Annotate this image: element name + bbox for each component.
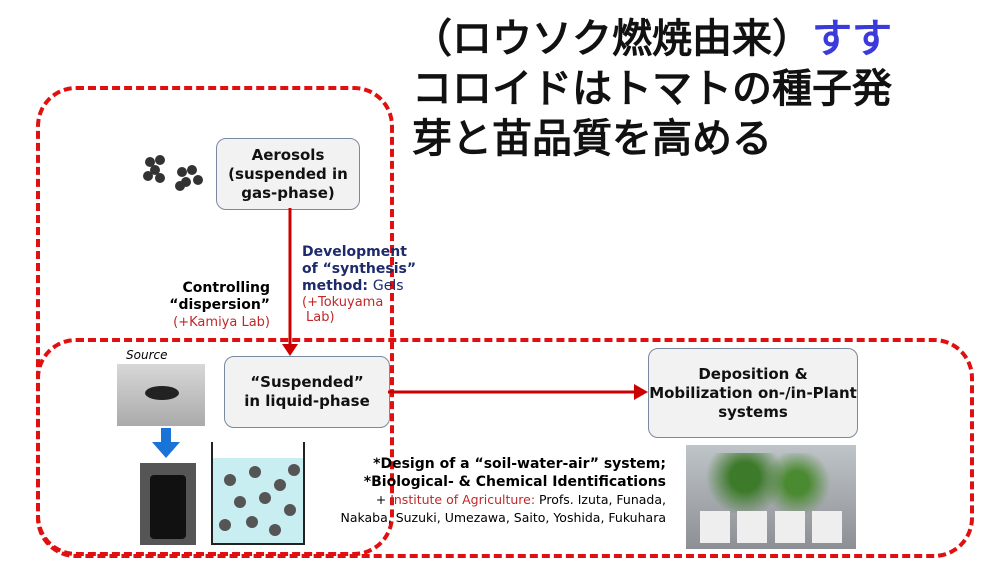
particles-icon — [143, 155, 203, 191]
suspension-beaker-icon — [211, 442, 305, 545]
suspended-sub: in liquid-phase — [244, 392, 370, 410]
deposition-box: Deposition & Mobilization on-/in-Plant s… — [648, 348, 858, 438]
suspended-box: “Suspended”in liquid-phase — [224, 356, 390, 428]
vial-photo — [140, 463, 196, 545]
liquid-phase-dashed-region — [36, 338, 974, 558]
title-line1-blue: すす — [812, 16, 892, 62]
title-line1: （ロウソク燃焼由来） — [412, 16, 812, 62]
source-label: Source — [126, 348, 168, 362]
slide-title: （ロウソク燃焼由来）すす コロイドはトマトの種子発 芽と苗品質を高める — [412, 14, 1000, 164]
aerosols-box: Aerosols (suspended in gas-phase) — [216, 138, 360, 210]
controlling-label: Controlling“dispersion”(+Kamiya Lab) — [169, 280, 270, 330]
plant-seedlings-photo — [686, 445, 856, 549]
title-line3: 芽と苗品質を高める — [412, 116, 772, 162]
suspended-label: “Suspended” — [250, 373, 364, 391]
design-text: *Design of a “soil-water-air” system;*Bi… — [340, 456, 666, 525]
title-line2: コロイドはトマトの種子発 — [412, 66, 892, 112]
source-powder-photo — [117, 364, 205, 426]
